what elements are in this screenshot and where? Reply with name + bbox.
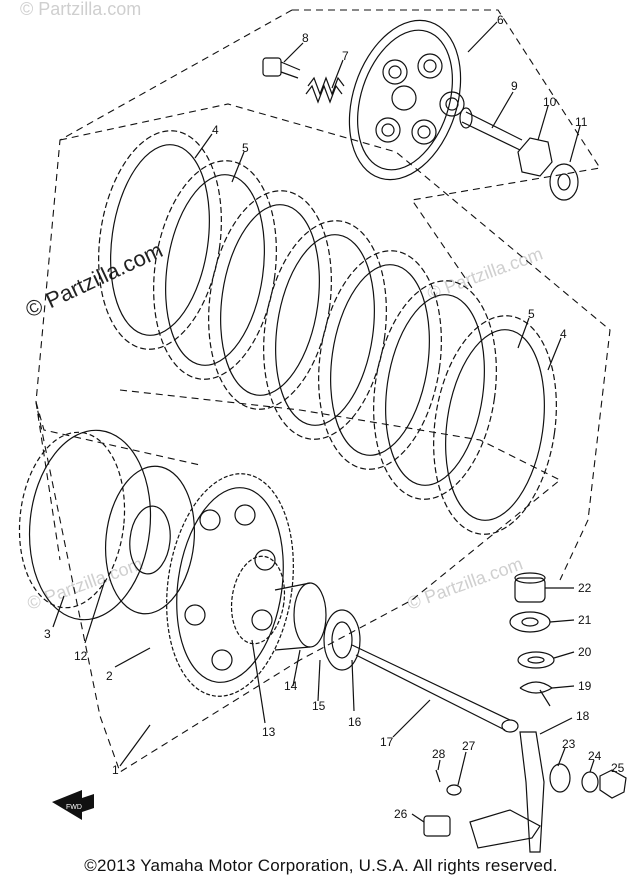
copyright-notice: ©2013 Yamaha Motor Corporation, U.S.A. A… (84, 856, 558, 875)
push-rod-nut-washer (459, 107, 579, 201)
watermark-faint-1: © Partzilla.com (20, 0, 141, 19)
assembly-boundary-lines (35, 9, 611, 773)
spacer-and-thrust-plate (274, 582, 361, 671)
clutch-plate-stack (98, 130, 557, 535)
callout-22: 22 (578, 581, 592, 595)
callout-12: 12 (74, 649, 88, 663)
callout-19: 19 (578, 679, 592, 693)
callout-5b: 5 (528, 307, 535, 321)
pressure-plate (348, 19, 465, 181)
callout-25: 25 (611, 761, 625, 775)
release-bearing-parts (509, 572, 555, 707)
clutch-spring (305, 76, 345, 104)
callout-1: 1 (112, 763, 119, 777)
push-lever-shaft (423, 731, 627, 853)
callout-14: 14 (284, 679, 298, 693)
callout-6: 6 (497, 13, 504, 27)
clutch-bolt (262, 57, 301, 79)
callout-4b: 4 (560, 327, 567, 341)
front-direction-marker: FWD (52, 790, 94, 820)
callout-18: 18 (576, 709, 590, 723)
callout-9: 9 (511, 79, 518, 93)
push-rod (351, 644, 519, 733)
watermark-faint-4: © Partzilla.com (25, 553, 146, 613)
clutch-housing (166, 473, 294, 697)
callout-21: 21 (578, 613, 592, 627)
callout-10: 10 (543, 95, 557, 109)
callout-8: 8 (302, 31, 309, 45)
front-marker-label: FWD (66, 804, 82, 811)
callout-7: 7 (342, 49, 349, 63)
callout-5a: 5 (242, 141, 249, 155)
watermark-main: © Partzilla.com (22, 237, 167, 322)
callout-16: 16 (348, 715, 362, 729)
callout-28: 28 (432, 747, 446, 761)
callout-24: 24 (588, 749, 602, 763)
callout-17: 17 (380, 735, 394, 749)
callout-4a: 4 (212, 123, 219, 137)
callout-13: 13 (262, 725, 276, 739)
callout-15: 15 (312, 699, 326, 713)
callout-11: 11 (575, 115, 588, 129)
callout-27: 27 (462, 739, 476, 753)
callout-23: 23 (562, 737, 576, 751)
clutch-boss (18, 429, 196, 621)
callout-3: 3 (44, 627, 51, 641)
watermark-faint-3: © Partzilla.com (405, 553, 526, 613)
callout-26: 26 (394, 807, 408, 821)
callout-20: 20 (578, 645, 592, 659)
leader-lines (52, 21, 595, 823)
callout-2: 2 (106, 669, 113, 683)
